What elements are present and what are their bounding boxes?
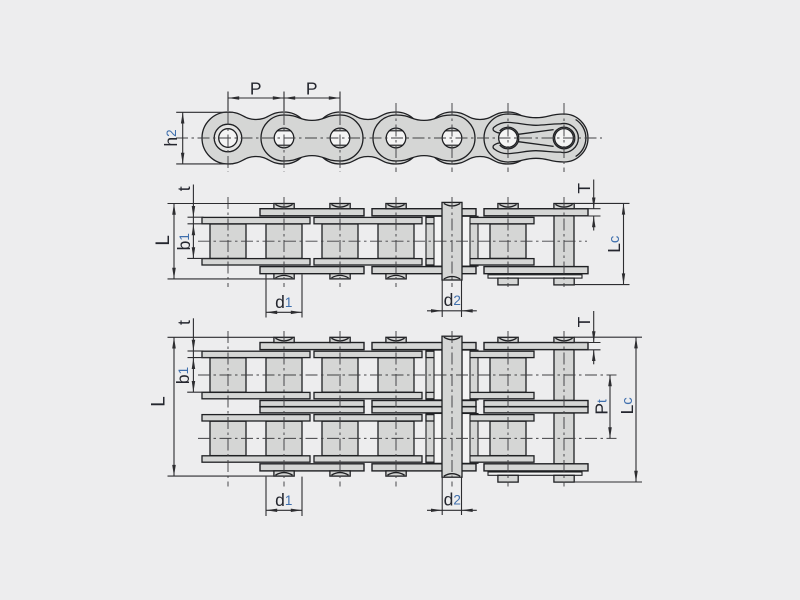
svg-text:L: L (148, 396, 169, 407)
svg-text:d2: d2 (444, 290, 461, 310)
svg-text:t: t (174, 320, 194, 325)
svg-text:Lc: Lc (617, 397, 637, 415)
svg-text:d1: d1 (275, 292, 292, 312)
svg-text:t: t (174, 186, 194, 191)
svg-text:b1: b1 (174, 233, 194, 250)
svg-text:T: T (574, 183, 594, 194)
svg-text:T: T (574, 316, 594, 327)
svg-text:Pt: Pt (592, 399, 612, 415)
svg-text:P: P (306, 79, 318, 99)
svg-text:Lc: Lc (604, 235, 624, 253)
svg-text:L: L (152, 235, 173, 246)
svg-text:h2: h2 (161, 129, 181, 146)
svg-text:P: P (250, 79, 262, 99)
svg-text:d1: d1 (275, 490, 292, 510)
svg-text:d2: d2 (444, 489, 461, 509)
svg-text:b1: b1 (173, 367, 193, 384)
